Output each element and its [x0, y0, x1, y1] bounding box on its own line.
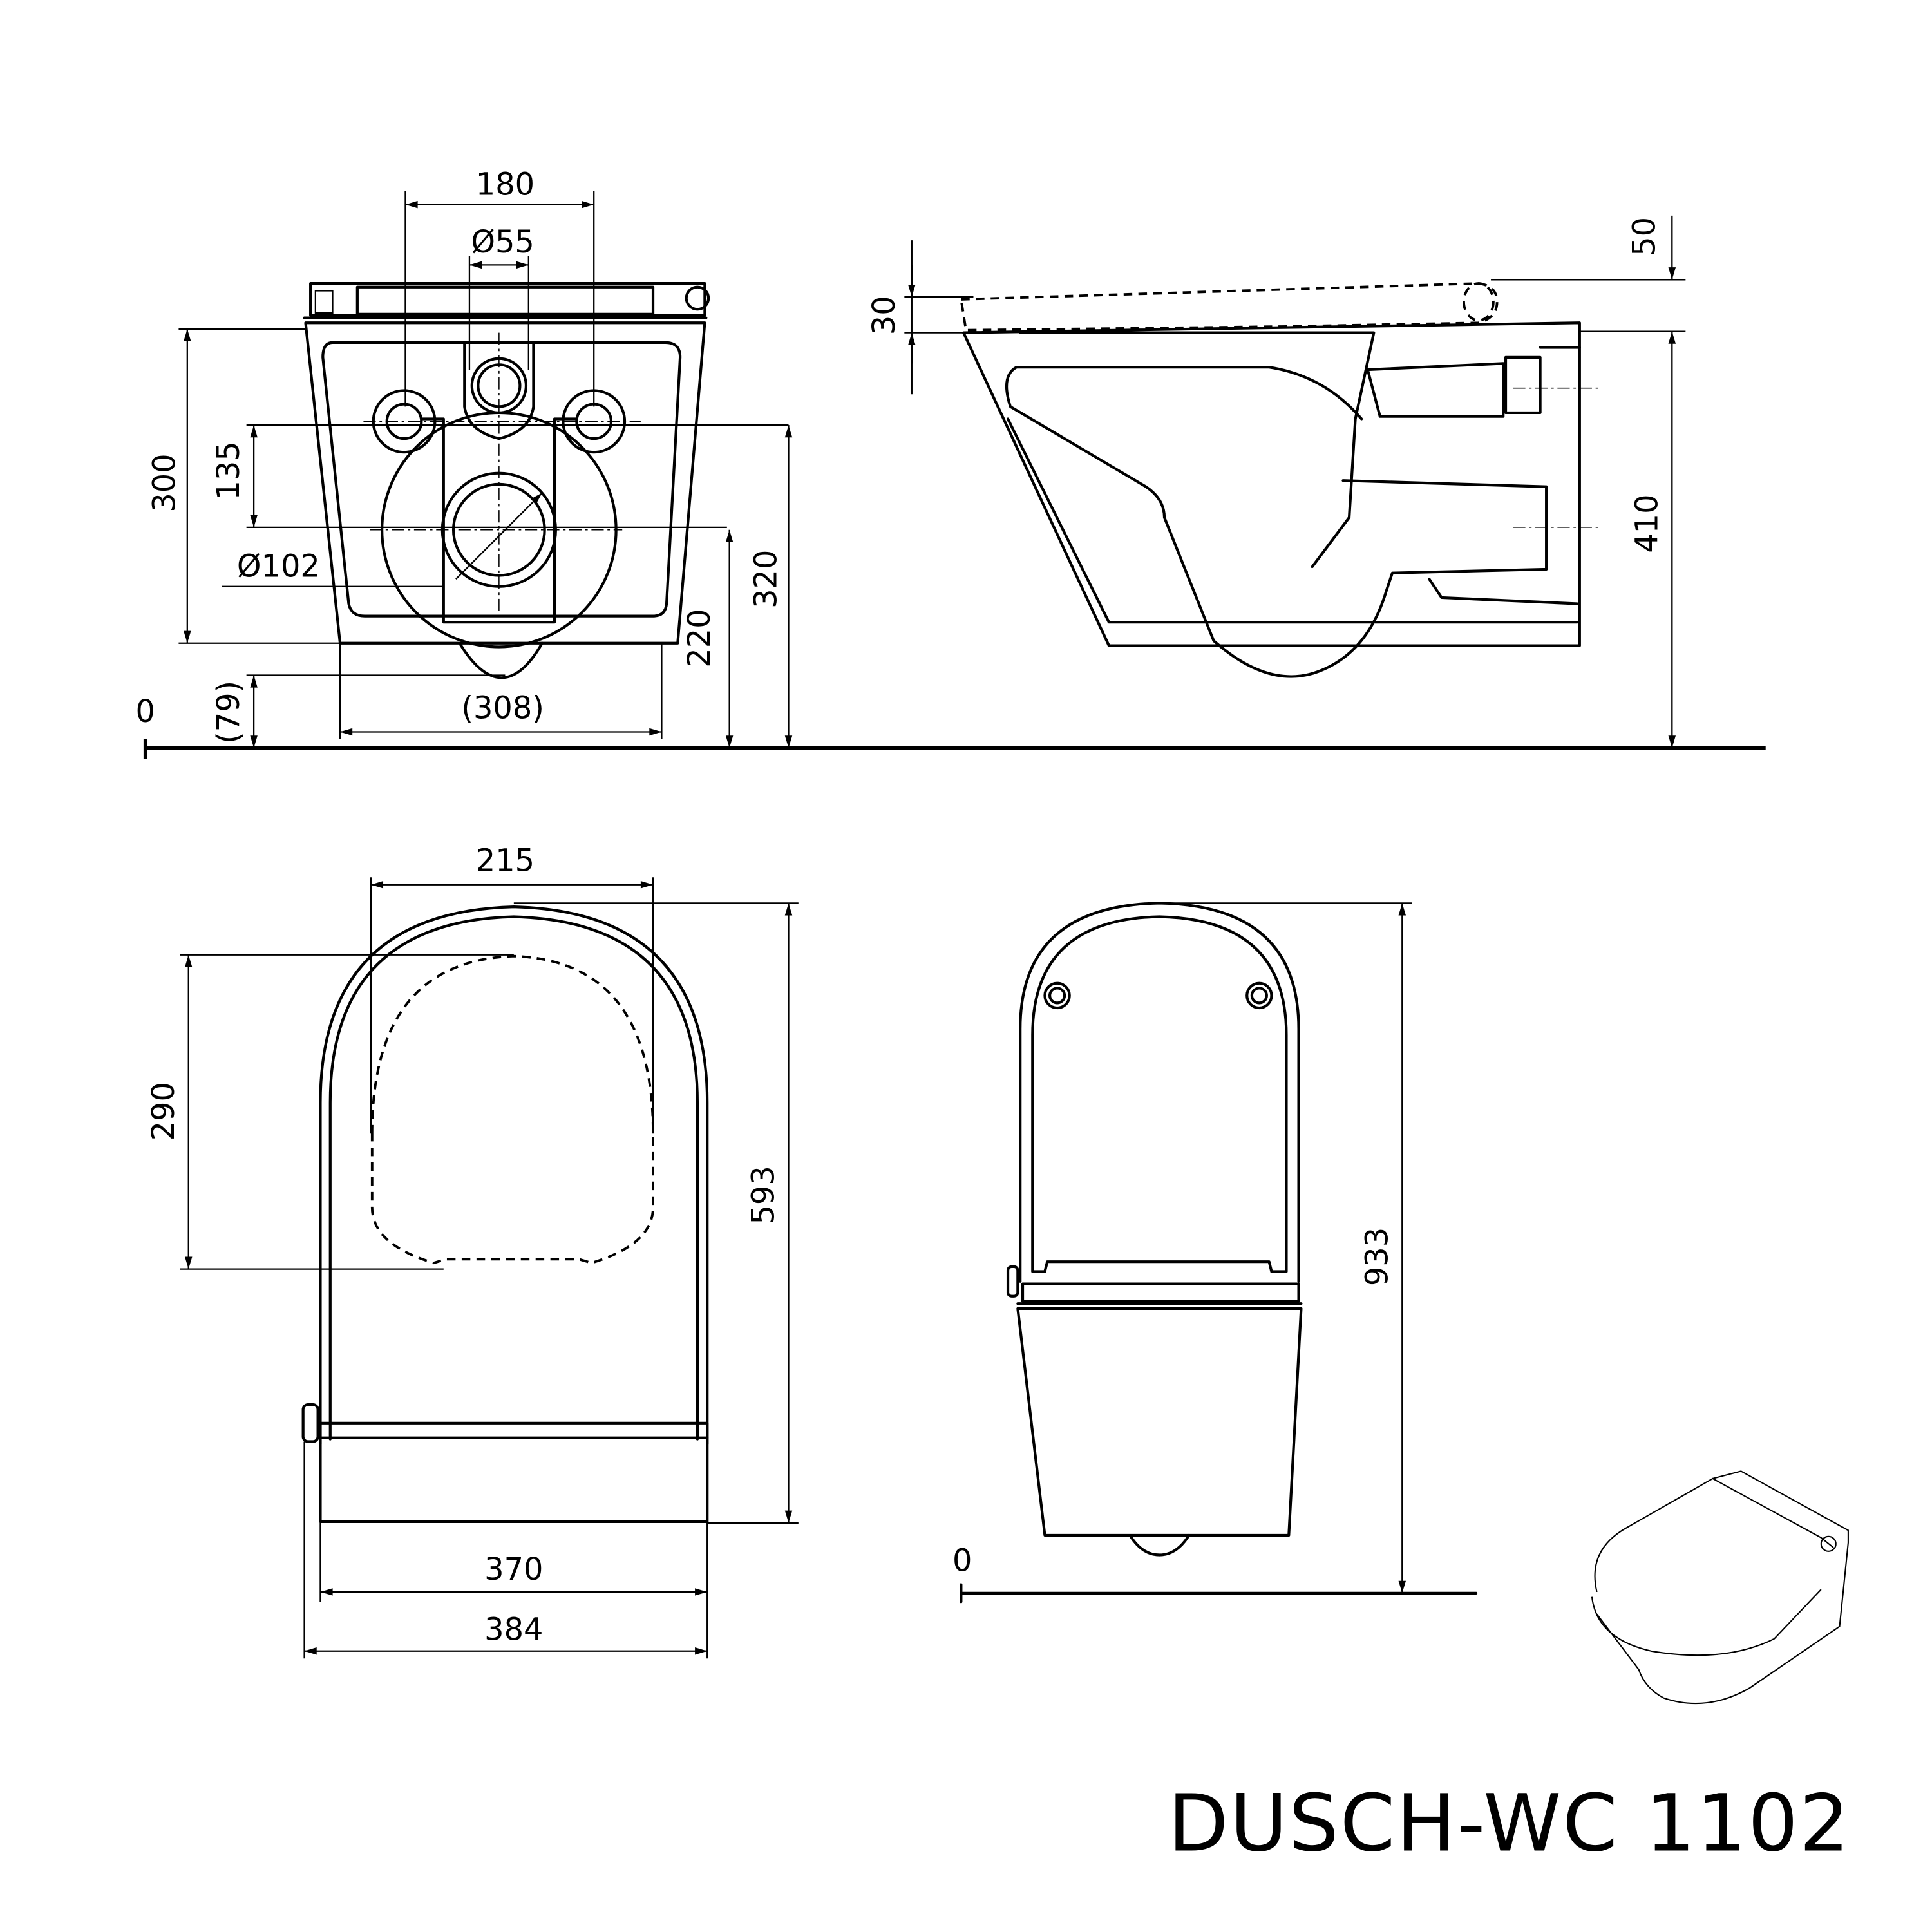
dim-drain-diameter: Ø55 — [471, 225, 535, 260]
top-side-button-icon — [301, 1403, 319, 1443]
open-bowl-body — [1016, 1307, 1303, 1537]
front-body-outline — [304, 321, 706, 645]
product-title: DUSCH-WC 1102 — [1168, 1777, 1850, 1870]
top-lid-outline — [319, 905, 709, 1446]
front-lid-panel — [355, 285, 655, 316]
dim-width: (308) — [461, 690, 544, 726]
top-view: 215 290 593 370 384 — [146, 844, 799, 1659]
front-inner-recess — [321, 341, 682, 618]
top-bowl-opening — [370, 954, 654, 1265]
side-view: 30 50 410 — [867, 215, 1686, 748]
dim-rim-height: 410 — [1629, 494, 1665, 553]
dim-total-height: 300 — [147, 453, 183, 512]
dim-inlet-height: 320 — [748, 550, 784, 609]
floor-zero-label: 0 — [136, 694, 155, 730]
dim-bottom-clearance: (79) — [211, 681, 247, 744]
dim-seat-height: 30 — [867, 296, 902, 335]
dim-inlet-offset: 135 — [211, 441, 247, 500]
iso-button-icon — [1820, 1535, 1837, 1552]
front-hinge-left — [314, 290, 334, 314]
dim-lid-height: 50 — [1627, 217, 1663, 256]
dim-open-height: 933 — [1359, 1227, 1395, 1286]
front-hinge-button-icon — [685, 285, 710, 311]
open-lid-view: 933 0 — [952, 902, 1412, 1593]
side-lid-outline — [960, 282, 1499, 332]
dim-inner-length: 290 — [146, 1082, 182, 1141]
dim-total-length: 593 — [746, 1166, 782, 1224]
open-lid-outline — [1019, 902, 1300, 1283]
top-tank-block — [319, 1421, 709, 1523]
dim-inlet-spacing: 180 — [476, 167, 535, 202]
dim-total-width: 384 — [484, 1613, 543, 1648]
front-view: 180 Ø55 300 135 Ø102 (79) (308) 220 320 — [136, 167, 793, 748]
floor-zero-label-bottom: 0 — [952, 1543, 972, 1578]
lid-hinge-right-icon — [1245, 981, 1273, 1010]
dim-inner-width: 215 — [476, 844, 535, 879]
side-body-outline — [962, 321, 1581, 647]
dim-outlet-height: 220 — [682, 609, 717, 667]
dim-bowl-width: 370 — [484, 1552, 543, 1587]
open-side-button-icon — [1006, 1265, 1019, 1298]
dim-outlet-diameter: Ø102 — [237, 549, 320, 584]
isometric-view — [1591, 1470, 1849, 1705]
lid-hinge-left-icon — [1043, 981, 1071, 1010]
